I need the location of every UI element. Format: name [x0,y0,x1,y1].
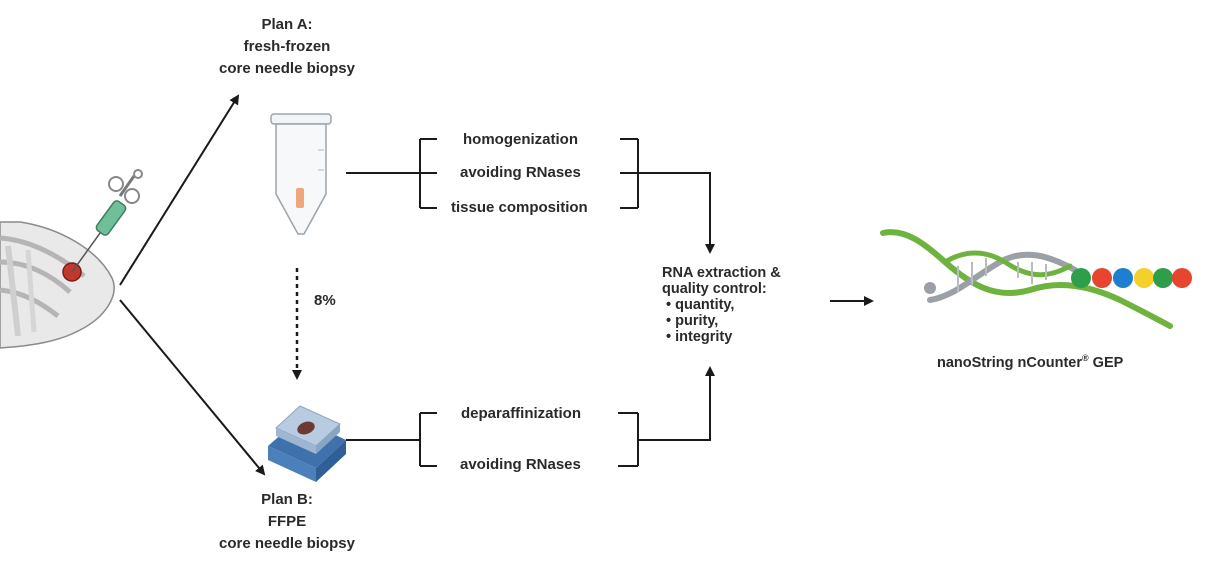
dna-barcode-icon [880,229,1192,329]
plan-b-line-1: Plan B: [261,491,313,508]
step-deparaffinization: deparaffinization [461,405,582,422]
frozen-steps-bracket [346,138,711,248]
rna-extraction-qc: RNA extraction & quality control: • quan… [662,265,781,345]
gep-label: nanoString nCounter® GEP [937,349,1123,372]
biopsy-needle-icon [71,169,143,273]
step-homogenization: homogenization [463,131,578,148]
arrow-to-plan-a [119,94,240,286]
qc-item-purity: • purity, [666,313,719,329]
plan-b-label: Plan B: FFPE core needle biopsy [212,489,362,555]
ffpe-block-icon [268,405,346,482]
plan-a-label: Plan A: fresh-frozen core needle biopsy [212,14,362,80]
cryotube-icon [270,113,332,235]
step-avoiding-rnases-ffpe: avoiding RNases [460,456,581,473]
qc-bullet: • [666,329,672,345]
plan-b-line-2: FFPE [267,513,307,530]
qc-item-integrity: • integrity [666,329,733,345]
transition-percent: 8% [314,292,336,309]
plan-a-line-3: core needle biopsy [219,60,355,77]
plan-a-line-1: Plan A: [261,16,313,33]
gep-label-suffix: GEP [1088,354,1124,371]
qc-title-line-2: quality control: [662,281,767,297]
qc-title-line-1: RNA extraction & [662,265,781,281]
ffpe-steps-bracket [346,372,711,467]
step-tissue-composition: tissue composition [451,199,588,216]
qc-item-quantity: • quantity, [666,297,735,313]
breast-icon [0,221,115,349]
arrow-to-plan-b [119,299,266,476]
arrow-ffpe-to-qc [705,366,715,376]
plan-b-line-3: core needle biopsy [219,535,355,552]
gep-registered-mark: ® [1082,353,1089,363]
gep-label-text: nanoString nCounter [937,354,1082,371]
plan-a-line-2: fresh-frozen [243,38,331,55]
arrow-frozen-to-qc [705,244,715,254]
step-avoiding-rnases-frozen: avoiding RNases [460,164,581,181]
qc-bullet: • [666,297,672,313]
qc-bullet: • [666,313,672,329]
